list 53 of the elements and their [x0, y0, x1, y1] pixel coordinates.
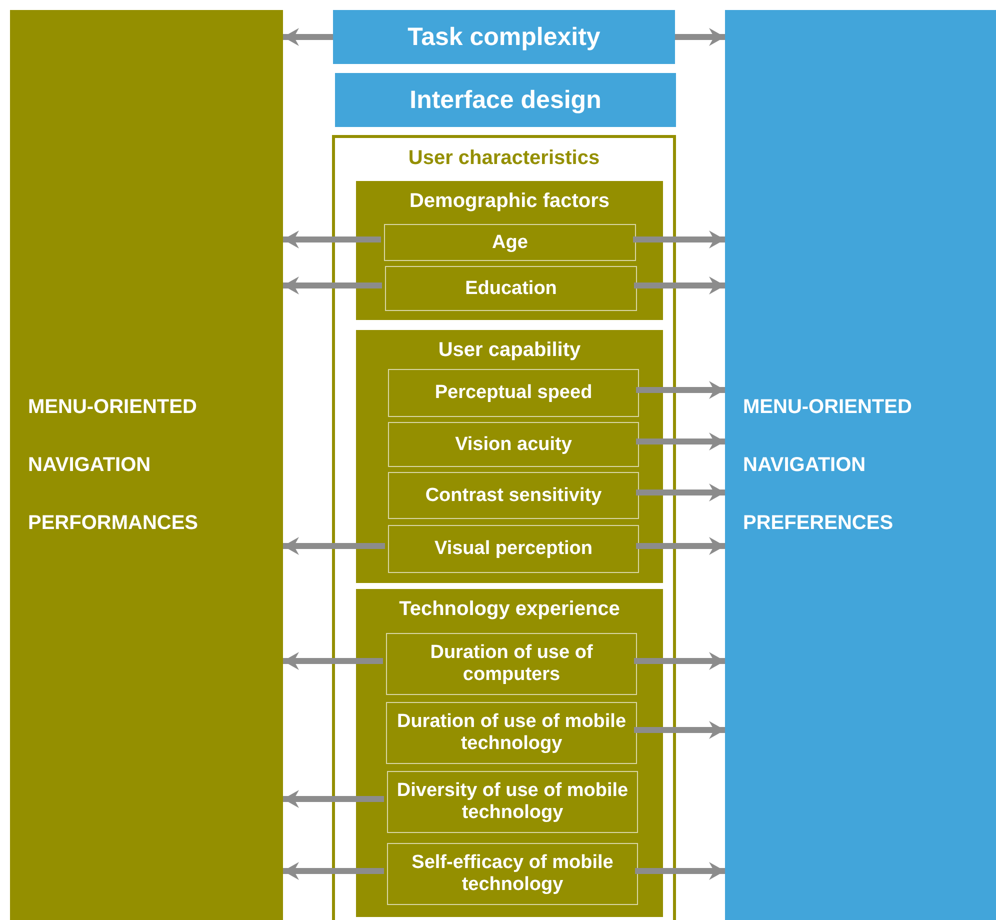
group-frame	[332, 135, 676, 920]
arrow	[634, 721, 725, 739]
factor-label: Contrast sensitivity	[425, 484, 602, 506]
panel-title: MENU-ORIENTED NAVIGATION PREFERENCES	[743, 395, 913, 536]
arrow	[633, 230, 725, 248]
arrow	[634, 276, 725, 294]
factor-box	[387, 843, 638, 905]
arrow	[634, 652, 725, 670]
arrow	[635, 862, 725, 880]
factor-box	[388, 422, 639, 467]
arrow	[283, 537, 385, 555]
arrow	[675, 28, 725, 46]
arrow	[636, 537, 725, 555]
factor-label: Age	[492, 232, 528, 254]
factor-label: Duration of use of mobile technology	[396, 711, 628, 755]
factor-label: Interface design	[410, 86, 602, 114]
factor-label: Task complexity	[408, 22, 600, 52]
category-panel	[356, 330, 663, 583]
category-panel	[356, 181, 663, 320]
arrow	[636, 381, 725, 399]
factor-box	[386, 702, 637, 764]
factor-label: Diversity of use of mobile technology	[396, 780, 630, 824]
arrow	[283, 276, 382, 294]
group-title: User characteristics	[408, 147, 600, 170]
category-title: Demographic factors	[409, 190, 610, 213]
factor-box	[333, 10, 675, 64]
arrow	[636, 484, 725, 502]
arrow	[283, 790, 384, 808]
factor-box	[387, 771, 638, 833]
factor-box	[386, 633, 637, 695]
category-panel	[356, 589, 663, 917]
factor-label: Visual perception	[434, 538, 593, 560]
category-title: Technology experience	[399, 598, 620, 621]
category-title: User capability	[438, 339, 581, 362]
arrow	[283, 28, 333, 46]
factor-label: Perceptual speed	[434, 382, 592, 404]
outcome-panel	[725, 10, 996, 920]
outcome-panel	[10, 10, 283, 920]
panel-title: MENU-ORIENTED NAVIGATION PERFORMANCES	[28, 395, 200, 536]
factor-label: Self-efficacy of mobile technology	[410, 852, 614, 896]
factor-box	[335, 73, 676, 127]
factor-label: Vision acuity	[455, 434, 572, 456]
arrow	[636, 432, 725, 450]
factor-label: Education	[465, 278, 557, 300]
factor-box	[388, 369, 639, 417]
factor-box	[388, 472, 639, 519]
factor-box	[384, 224, 636, 261]
arrow	[283, 862, 384, 880]
arrow	[283, 230, 381, 248]
factor-label: Duration of use of computers	[429, 642, 594, 686]
factor-box	[385, 266, 637, 311]
arrow	[283, 652, 383, 670]
factor-box	[388, 525, 639, 573]
